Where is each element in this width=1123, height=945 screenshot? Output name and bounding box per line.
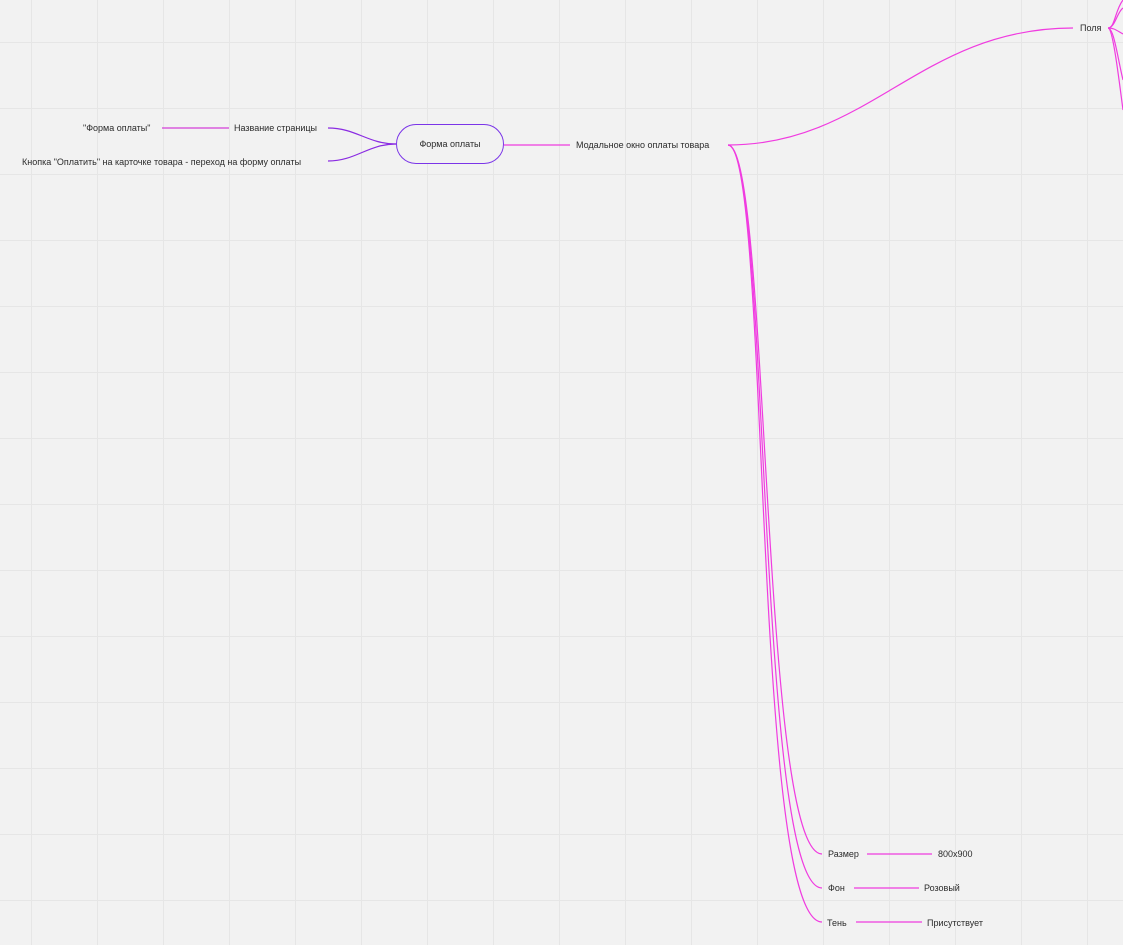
node-page-title[interactable]: Название страницы <box>234 123 317 133</box>
node-shadow[interactable]: Тень <box>827 918 847 928</box>
node-page-title-value[interactable]: "Форма оплаты" <box>83 123 151 133</box>
node-background[interactable]: Фон <box>828 883 845 893</box>
edge-modal-to-shadow <box>727 144 823 923</box>
edge-modal-to-fields <box>727 27 1074 146</box>
node-shadow-value[interactable]: Присутствует <box>927 918 983 928</box>
node-background-value[interactable]: Розовый <box>924 883 960 893</box>
edge-fields-sub-5 <box>1107 27 1123 111</box>
edge-modal-to-background <box>727 144 823 889</box>
node-size[interactable]: Размер <box>828 849 859 859</box>
node-modal-window[interactable]: Модальное окно оплаты товара <box>576 140 710 150</box>
edge-fields-sub-1 <box>1107 0 1123 29</box>
edge-root-to-pay-button <box>327 143 397 162</box>
edge-modal-to-size <box>727 144 823 855</box>
root-node-label: Форма оплаты <box>419 139 481 149</box>
node-pay-button[interactable]: Кнопка "Оплатить" на карточке товара - п… <box>22 157 302 167</box>
root-node[interactable]: Форма оплаты <box>396 124 504 164</box>
node-size-value[interactable]: 800x900 <box>938 849 973 859</box>
node-fields[interactable]: Поля <box>1080 23 1102 33</box>
edge-root-to-page-title <box>327 127 397 145</box>
